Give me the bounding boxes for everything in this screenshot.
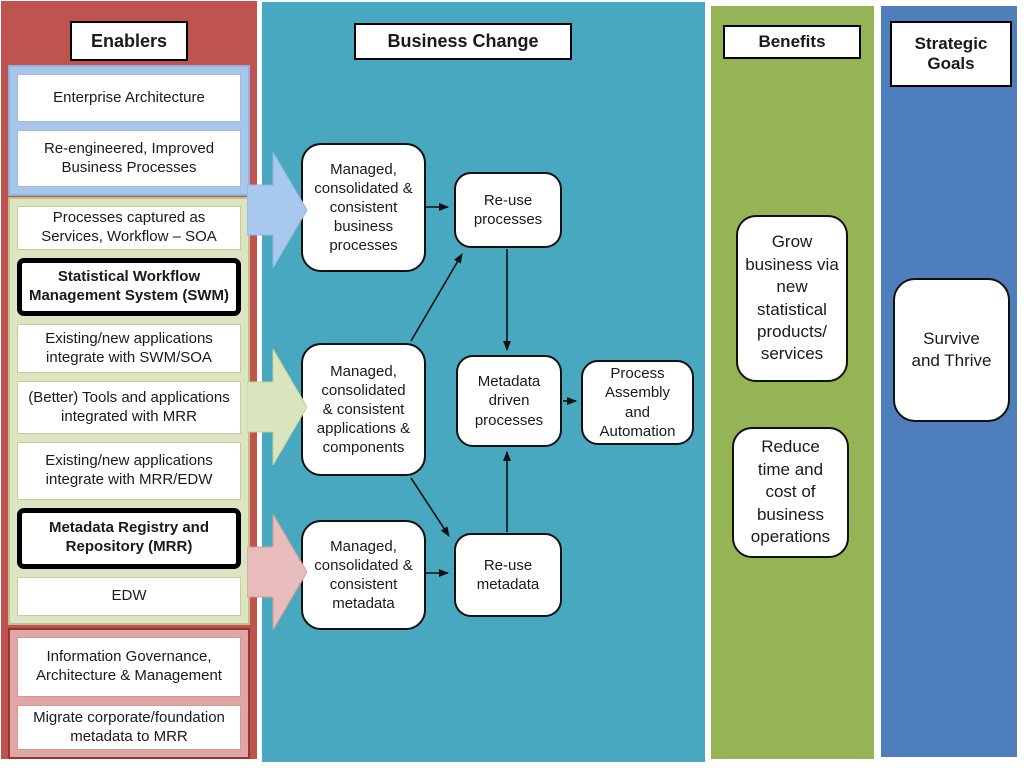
enabler-better-tools-mrr: (Better) Tools and applications integrat… (17, 381, 241, 435)
benefit-label: Reduce time and cost of business operati… (750, 437, 831, 547)
box-managed-business-processes: Managed, consolidated & consistent busin… (301, 143, 426, 272)
enabler-integrate-mrr-edw: Existing/new applications integrate with… (17, 442, 241, 500)
enabler-processes-captured: Processes captured as Services, Workflow… (17, 206, 241, 250)
workflow-group: Processes captured as Services, Workflow… (8, 197, 250, 625)
enabler-label: (Better) Tools and applications integrat… (28, 388, 230, 425)
enablers-title: Enablers (70, 21, 188, 61)
strategic-goals-title: Strategic Goals (890, 21, 1012, 87)
pink-flow-arrow (247, 514, 307, 630)
enabler-label: EDW (111, 586, 147, 604)
enabler-reengineered-processes: Re-engineered, Improved Business Process… (17, 130, 241, 187)
box-label: Re-use metadata (476, 556, 540, 593)
goal-label: Survive and Thrive (911, 328, 992, 370)
enabler-label: Statistical Workflow Management System (… (28, 268, 230, 304)
enabler-mrr-registry: Metadata Registry and Repository (MRR) (17, 507, 241, 569)
box-label: Managed, consolidated & consistent busin… (314, 160, 413, 255)
enabler-label: Re-engineered, Improved Business Process… (43, 139, 215, 176)
benefit-grow-business: Grow business via new statistical produc… (736, 215, 848, 382)
enabler-label: Processes captured as Services, Workflow… (41, 209, 217, 245)
enabler-enterprise-architecture: Enterprise Architecture (17, 74, 241, 123)
benefit-reduce-time-cost: Reduce time and cost of business operati… (732, 427, 849, 558)
box-label: Re-use processes (473, 191, 543, 228)
architecture-group: Enterprise Architecture Re-engineered, I… (8, 65, 250, 196)
enabler-label: Existing/new applications integrate with… (45, 452, 213, 488)
enabler-label: Migrate corporate/foundation metadata to… (33, 708, 225, 745)
business-change-title-label: Business Change (387, 31, 539, 52)
box-process-assembly-automation: Process Assembly and Automation (581, 360, 694, 445)
blue-flow-arrow (247, 152, 307, 268)
benefits-title-label: Benefits (758, 32, 826, 52)
box-managed-metadata: Managed, consolidated & consistent metad… (301, 520, 426, 630)
enablers-title-label: Enablers (90, 30, 168, 51)
box-reuse-metadata: Re-use metadata (454, 533, 562, 617)
box-label: Managed, consolidated & consistent metad… (314, 537, 413, 613)
benefits-title: Benefits (723, 25, 861, 59)
goal-survive-and-thrive: Survive and Thrive (893, 278, 1010, 422)
enabler-label: Enterprise Architecture (53, 88, 205, 106)
enabler-label: Information Governance, Architecture & M… (36, 648, 222, 685)
business-change-title: Business Change (354, 23, 572, 60)
strategic-goals-panel: Strategic Goals Survive and Thrive (881, 6, 1017, 757)
enabler-swm-system: Statistical Workflow Management System (… (17, 257, 241, 317)
enabler-integrate-swm-soa: Existing/new applications integrate with… (17, 324, 241, 374)
enabler-migrate-metadata: Migrate corporate/foundation metadata to… (17, 705, 241, 750)
box-label: Metadata driven processes (474, 373, 544, 429)
box-label: Managed, consolidated & consistent appli… (316, 362, 411, 457)
enabler-label: Metadata Registry and Repository (MRR) (48, 519, 210, 556)
business-change-panel: Business Change Managed, consolidated & … (262, 2, 705, 762)
governance-group: Information Governance, Architecture & M… (8, 628, 250, 759)
box-managed-applications: Managed, consolidated & consistent appli… (301, 343, 426, 476)
box-metadata-driven-processes: Metadata driven processes (456, 355, 562, 447)
strategic-goals-title-label: Strategic Goals (914, 34, 988, 73)
benefits-panel: Benefits Grow business via new statistic… (711, 6, 874, 759)
benefit-label: Grow business via new statistical produc… (745, 232, 839, 364)
box-label: Process Assembly and Automation (599, 365, 676, 440)
enabler-information-governance: Information Governance, Architecture & M… (17, 637, 241, 698)
enablers-panel: Enablers Enterprise Architecture Re-engi… (1, 1, 257, 759)
box-reuse-processes: Re-use processes (454, 172, 562, 248)
enabler-edw: EDW (17, 576, 241, 616)
green-flow-arrow (247, 349, 307, 465)
enabler-label: Existing/new applications integrate with… (45, 330, 213, 366)
